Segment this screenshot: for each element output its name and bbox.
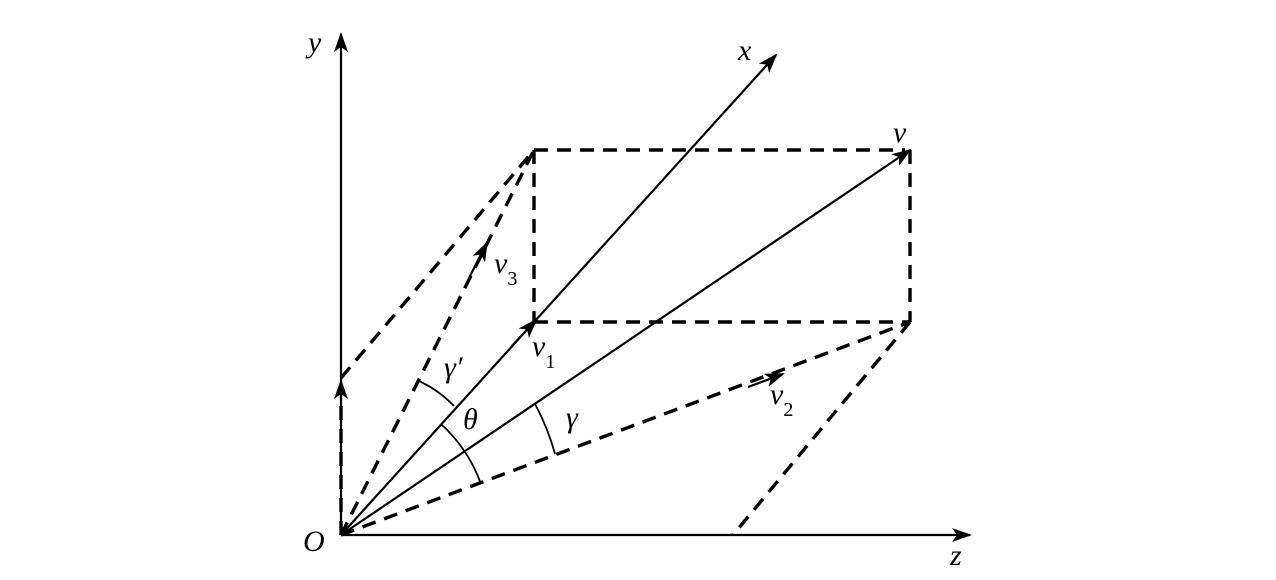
arc-theta bbox=[440, 423, 482, 485]
x-axis bbox=[340, 53, 778, 536]
label-vector-v: v bbox=[893, 116, 907, 149]
label-axis-z: z bbox=[949, 539, 962, 572]
label-v3: v3 bbox=[494, 247, 517, 290]
label-v1: v1 bbox=[532, 330, 555, 373]
arc-gamma bbox=[534, 403, 556, 455]
vector-v3-arrow bbox=[469, 241, 488, 277]
label-gamma: γ bbox=[566, 401, 579, 434]
vector-v2 bbox=[340, 320, 911, 537]
label-gamma-prime: γ′ bbox=[444, 351, 463, 384]
label-theta: θ bbox=[463, 403, 478, 436]
edge-left-diagonal bbox=[339, 148, 536, 380]
edge-right-down bbox=[731, 320, 912, 537]
label-v2: v2 bbox=[770, 378, 793, 421]
vector-v bbox=[340, 148, 912, 536]
vector-v2-arrow bbox=[747, 372, 785, 389]
arc-gamma-prime bbox=[418, 380, 455, 407]
vector-v3 bbox=[339, 149, 536, 536]
vector-v1-arrow bbox=[511, 318, 538, 347]
label-axis-x: x bbox=[737, 34, 752, 67]
label-axis-y: y bbox=[305, 26, 322, 59]
label-origin: O bbox=[303, 525, 325, 558]
